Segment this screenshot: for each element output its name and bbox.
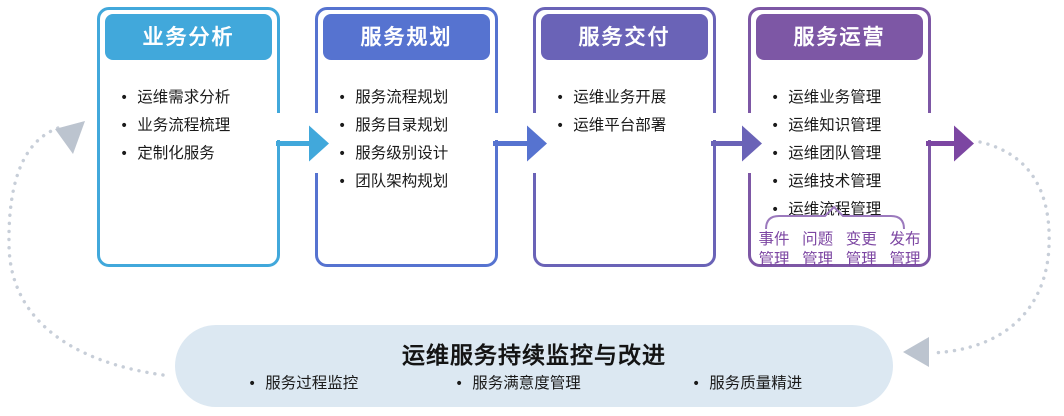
banner-item-quality: 服务质量精进 [692,370,802,397]
stage-item: 团队架构规划 [338,168,448,196]
continuous-improvement-banner: 运维服务持续监控与改进 服务过程监控 服务满意度管理 服务质量精进 [175,325,893,407]
stage-box-service-operation: 服务运营 运维业务管理 运维知识管理 运维团队管理 运维技术管理 运维流程管理 … [748,7,931,269]
stage-item: 运维团队管理 [771,140,881,168]
stage-item: 定制化服务 [120,140,230,168]
brace-icon [765,205,905,230]
stage-box-business-analysis: 业务分析 运维需求分析 业务流程梳理 定制化服务 [97,7,280,267]
itil-process-row: 事件管理 问题管理 变更管理 发布管理 [757,229,922,269]
stage-box-service-delivery: 服务交付 运维业务开展 运维平台部署 [533,7,716,267]
stage-title-service-operation: 服务运营 [756,14,923,60]
stage-title-business-analysis: 业务分析 [105,14,272,60]
stage-item: 运维知识管理 [771,112,881,140]
feedback-arrowhead-right [903,337,929,367]
stage-box-service-planning: 服务规划 服务流程规划 服务目录规划 服务级别设计 团队架构规划 [315,7,498,267]
stage-item-list: 运维需求分析 业务流程梳理 定制化服务 [100,84,230,168]
stage-item: 服务级别设计 [338,140,448,168]
stage-item-list: 服务流程规划 服务目录规划 服务级别设计 团队架构规划 [318,84,448,196]
stage-item: 运维技术管理 [771,168,881,196]
stage-title-service-delivery: 服务交付 [541,14,708,60]
stage-item: 运维平台部署 [556,112,666,140]
stage-item: 服务目录规划 [338,112,448,140]
sub-item-release: 发布管理 [889,230,921,268]
sub-item-incident: 事件管理 [758,230,790,268]
stage-item-list: 运维业务开展 运维平台部署 [536,84,666,140]
stage-title-service-planning: 服务规划 [323,14,490,60]
sub-item-problem: 问题管理 [802,230,834,268]
feedback-arc-right [930,140,1051,355]
banner-item-satisfaction: 服务满意度管理 [455,370,581,397]
stage-item: 业务流程梳理 [120,112,230,140]
banner-item-process-monitoring: 服务过程监控 [248,370,358,397]
arrow-stage4-exit [926,125,974,162]
banner-title: 运维服务持续监控与改进 [402,343,666,369]
sub-item-change: 变更管理 [845,230,877,268]
stage-item: 运维业务开展 [556,84,666,112]
stage-item: 服务流程规划 [338,84,448,112]
stage-item: 运维需求分析 [120,84,230,112]
stage-item: 运维业务管理 [771,84,881,112]
feedback-arrowhead-left [55,121,85,154]
